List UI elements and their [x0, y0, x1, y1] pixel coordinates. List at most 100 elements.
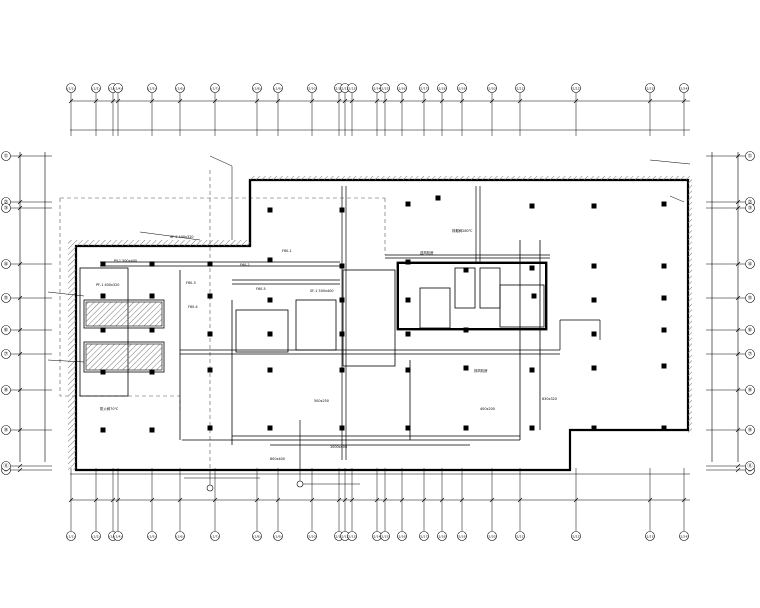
axis-label: (1/23)	[645, 534, 654, 538]
axis-label: (1/4)	[114, 86, 121, 90]
column	[339, 367, 345, 373]
axis-label: (1/24)	[679, 86, 688, 90]
axis-label: (1/17)	[419, 86, 428, 90]
axis-bubble	[437, 83, 447, 93]
column	[207, 293, 213, 299]
interior-walls	[79, 240, 548, 445]
column	[591, 297, 597, 303]
axis-bubble	[1, 385, 11, 395]
column	[405, 259, 411, 265]
axis-label: ③	[748, 205, 752, 211]
axis-bubble	[457, 531, 467, 541]
annotation-label: 送风机房	[420, 250, 434, 255]
axis-bubble	[1, 151, 11, 161]
axis-label: (1/19)	[457, 534, 466, 538]
axis-label: (1/20)	[487, 534, 496, 538]
annotation-label: SF-2 400x320	[170, 235, 194, 239]
column	[267, 425, 273, 431]
axis-bubble	[113, 531, 123, 541]
column	[100, 369, 106, 375]
axis-bubble	[745, 385, 755, 395]
column	[207, 425, 213, 431]
column	[529, 367, 535, 373]
column	[149, 327, 155, 333]
column	[207, 261, 213, 267]
column	[661, 201, 667, 207]
axis-label: ③	[4, 205, 8, 211]
annotation-label: 630x320	[542, 397, 557, 401]
axis-label: (1/13)	[347, 86, 356, 90]
axis-label: (1/8)	[253, 86, 260, 90]
axis-label: (1/4)	[114, 534, 121, 538]
axis-bubble	[457, 83, 467, 93]
axis-label: (1/1)	[67, 86, 74, 90]
axis-bubble	[273, 531, 283, 541]
column	[100, 261, 106, 267]
annotation-label: 400x200	[480, 407, 495, 411]
annotation-label: SF-1 500x400	[310, 289, 334, 293]
axis-label: (1/6)	[176, 534, 183, 538]
column	[591, 425, 597, 431]
axis-label: ⑦	[748, 351, 753, 357]
structural-columns	[100, 195, 667, 433]
axis-label: (1/6)	[176, 86, 183, 90]
annotation-label: F60-5	[256, 287, 266, 291]
axis-label: (1/1)	[67, 534, 74, 538]
axis-label: (1/12)	[340, 534, 349, 538]
axis-bubble	[1, 203, 11, 213]
axis-label: (1/2)	[92, 534, 99, 538]
axis-bubble	[571, 531, 581, 541]
column	[339, 207, 345, 213]
axis-bubble	[515, 83, 525, 93]
axis-label: (1/18)	[437, 534, 446, 538]
column	[267, 331, 273, 337]
annotation-label: F60-4	[188, 305, 198, 309]
column	[267, 257, 273, 263]
axis-label: ⑧	[748, 387, 753, 393]
axis-bubble	[66, 83, 76, 93]
axis-bubble	[252, 83, 262, 93]
axis-label: ⑧	[4, 387, 9, 393]
axis-label: (1/10)	[307, 534, 316, 538]
axis-bubble	[273, 83, 283, 93]
axis-label: (1/7)	[211, 534, 218, 538]
axis-label: (1/21)	[515, 86, 524, 90]
axis-label: (1/11)	[334, 86, 343, 90]
axis-label: (1/14)	[372, 534, 381, 538]
axis-bubble	[380, 83, 390, 93]
axis-bubble	[745, 151, 755, 161]
axis-label: ④	[748, 261, 753, 267]
grid-tick-lines	[17, 98, 741, 503]
axis-label: (1/22)	[571, 86, 580, 90]
axis-label: (1/23)	[645, 86, 654, 90]
column	[591, 331, 597, 337]
column	[463, 425, 469, 431]
axis-label: (1/17)	[419, 534, 428, 538]
axis-bubble	[380, 531, 390, 541]
column	[339, 263, 345, 269]
column	[661, 295, 667, 301]
axis-label: (1/10)	[307, 86, 316, 90]
column	[339, 297, 345, 303]
annotation-label: 防火阀70℃	[100, 406, 118, 411]
axis-label: (1/7)	[211, 86, 218, 90]
axis-bubble	[745, 259, 755, 269]
axis-label: (1/9)	[274, 86, 281, 90]
axis-bubble	[419, 83, 429, 93]
axis-label: (1/2)	[92, 86, 99, 90]
axis-bubble	[745, 425, 755, 435]
axis-bubble	[175, 83, 185, 93]
column	[207, 367, 213, 373]
annotation-label: F60-2	[240, 263, 250, 267]
axis-bubble	[745, 293, 755, 303]
axis-bubble	[419, 531, 429, 541]
axis-label: Ⓐ	[3, 462, 8, 469]
grid-axis-bubbles-bottom: (1/1)(1/2)(1/3)(1/4)(1/5)(1/6)(1/7)(1/8)…	[66, 468, 689, 541]
axis-label: (1/13)	[347, 534, 356, 538]
column	[591, 203, 597, 209]
axis-label: ⑨	[748, 427, 752, 433]
column	[661, 363, 667, 369]
building-outline	[68, 176, 692, 472]
axis-bubble	[210, 83, 220, 93]
